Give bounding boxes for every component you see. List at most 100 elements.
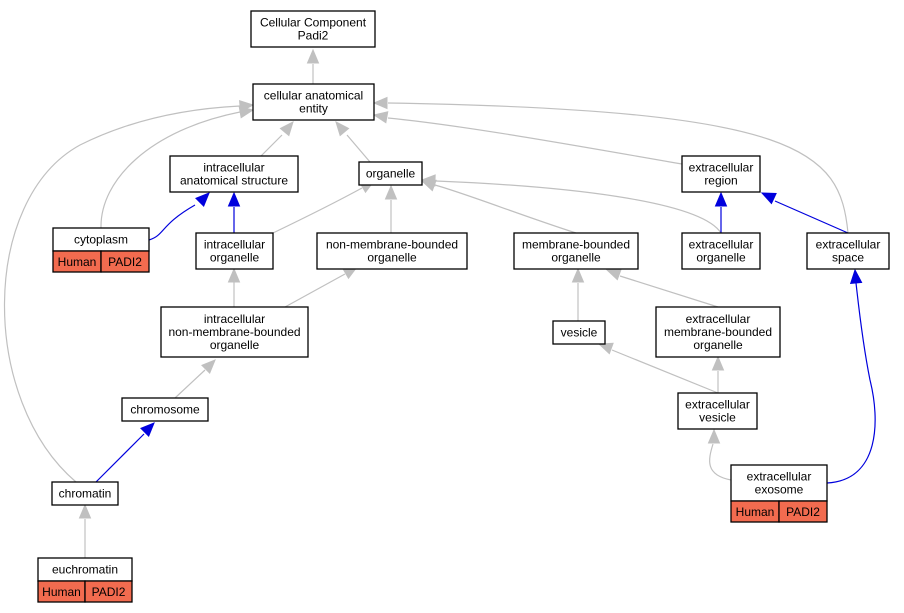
node-label: extracellular — [689, 238, 754, 252]
node-label: region — [704, 174, 737, 188]
tag-gene: PADI2 — [92, 585, 126, 599]
node-label: organelle — [696, 251, 746, 265]
edge-line — [435, 180, 722, 234]
node-label: Padi2 — [298, 29, 329, 43]
arrowhead-icon — [335, 121, 350, 137]
edge-line — [611, 349, 719, 394]
node-label: organelle — [551, 251, 601, 265]
edge-exosome-to-ecv — [707, 428, 732, 481]
arrowhead-icon — [597, 342, 614, 355]
node-label: organelle — [693, 338, 743, 352]
edge-cae-to-root — [306, 48, 320, 84]
node-box — [655, 306, 781, 358]
edge-line — [148, 204, 196, 241]
arrowhead-icon — [140, 422, 155, 437]
node-label: organelle — [366, 167, 416, 181]
edge-line — [260, 134, 283, 157]
node-organelle[interactable]: organelle — [358, 161, 423, 186]
node-label: Cellular Component — [260, 16, 367, 30]
arrowhead-icon — [760, 192, 777, 205]
node-vesicle[interactable]: vesicle — [552, 320, 606, 345]
node-label: euchromatin — [52, 563, 118, 577]
arrowhead-icon — [420, 174, 436, 187]
tag-species: Human — [42, 585, 81, 599]
edge-eco-to-ecr — [714, 191, 728, 233]
node-label: anatomical structure — [180, 174, 288, 188]
node-label: vesicle — [561, 326, 598, 340]
node-box — [160, 306, 309, 358]
arrowhead-icon — [711, 355, 725, 371]
edge-vesicle-to-mbo — [571, 267, 585, 321]
node-box — [169, 155, 299, 193]
node-box — [195, 232, 274, 270]
node-label: cytoplasm — [74, 233, 128, 247]
edge-inmbo-to-nmbo — [284, 266, 359, 308]
edge-eco-to-organelle — [420, 174, 722, 234]
arrowhead-icon — [372, 96, 388, 110]
edges-layer — [3, 48, 876, 558]
edge-ecv-to-ecmbo — [711, 355, 725, 393]
edge-io-to-ias — [227, 191, 241, 233]
node-chromatin[interactable]: chromatin — [51, 481, 119, 506]
arrowhead-icon — [195, 192, 210, 207]
node-label: extracellular — [685, 398, 750, 412]
edge-ecv-to-vesicle — [597, 342, 719, 394]
node-label: vesicle — [699, 411, 736, 425]
edge-chromosome-to-inmbo — [174, 359, 216, 399]
arrowhead-icon — [384, 184, 398, 200]
edge-nmbo-to-organelle — [384, 184, 398, 233]
edge-line — [826, 282, 876, 484]
node-box — [121, 397, 209, 422]
node-box — [51, 481, 119, 506]
edge-ecr-to-cae — [372, 111, 683, 165]
arrowhead-icon — [227, 191, 241, 207]
edge-chromatin-to-chromosome — [95, 422, 155, 483]
tag-cell — [778, 500, 828, 523]
arrowhead-icon — [707, 428, 721, 444]
edge-line — [3, 105, 241, 483]
edge-inmbo-to-io — [227, 267, 241, 307]
tag-cell — [84, 580, 133, 603]
node-box — [681, 232, 761, 270]
node-box — [730, 464, 828, 502]
arrowhead-icon — [239, 99, 255, 113]
node-label: exosome — [755, 483, 804, 497]
edge-line — [346, 134, 371, 163]
node-label: extracellular — [747, 470, 812, 484]
tag-species: Human — [736, 505, 775, 519]
node-label: membrane-bounded — [522, 238, 630, 252]
tag-species: Human — [58, 255, 97, 269]
node-label: chromosome — [130, 403, 200, 417]
node-label: membrane-bounded — [664, 325, 772, 339]
edge-line — [387, 102, 849, 234]
node-box — [681, 155, 761, 193]
node-label: extracellular — [816, 238, 881, 252]
node-chromosome[interactable]: chromosome — [121, 397, 209, 422]
edge-organelle-to-cae — [335, 121, 371, 163]
node-label: organelle — [367, 251, 417, 265]
edge-exosome-to-ecs — [826, 268, 876, 484]
node-inmbo[interactable]: intracellularnon-membrane-boundedorganel… — [160, 306, 309, 358]
tag-gene: PADI2 — [108, 255, 142, 269]
edge-line — [284, 273, 346, 308]
node-box — [250, 10, 376, 48]
arrowhead-icon — [714, 191, 728, 207]
arrowhead-icon — [571, 267, 585, 283]
node-label: non-membrane-bounded — [326, 238, 458, 252]
